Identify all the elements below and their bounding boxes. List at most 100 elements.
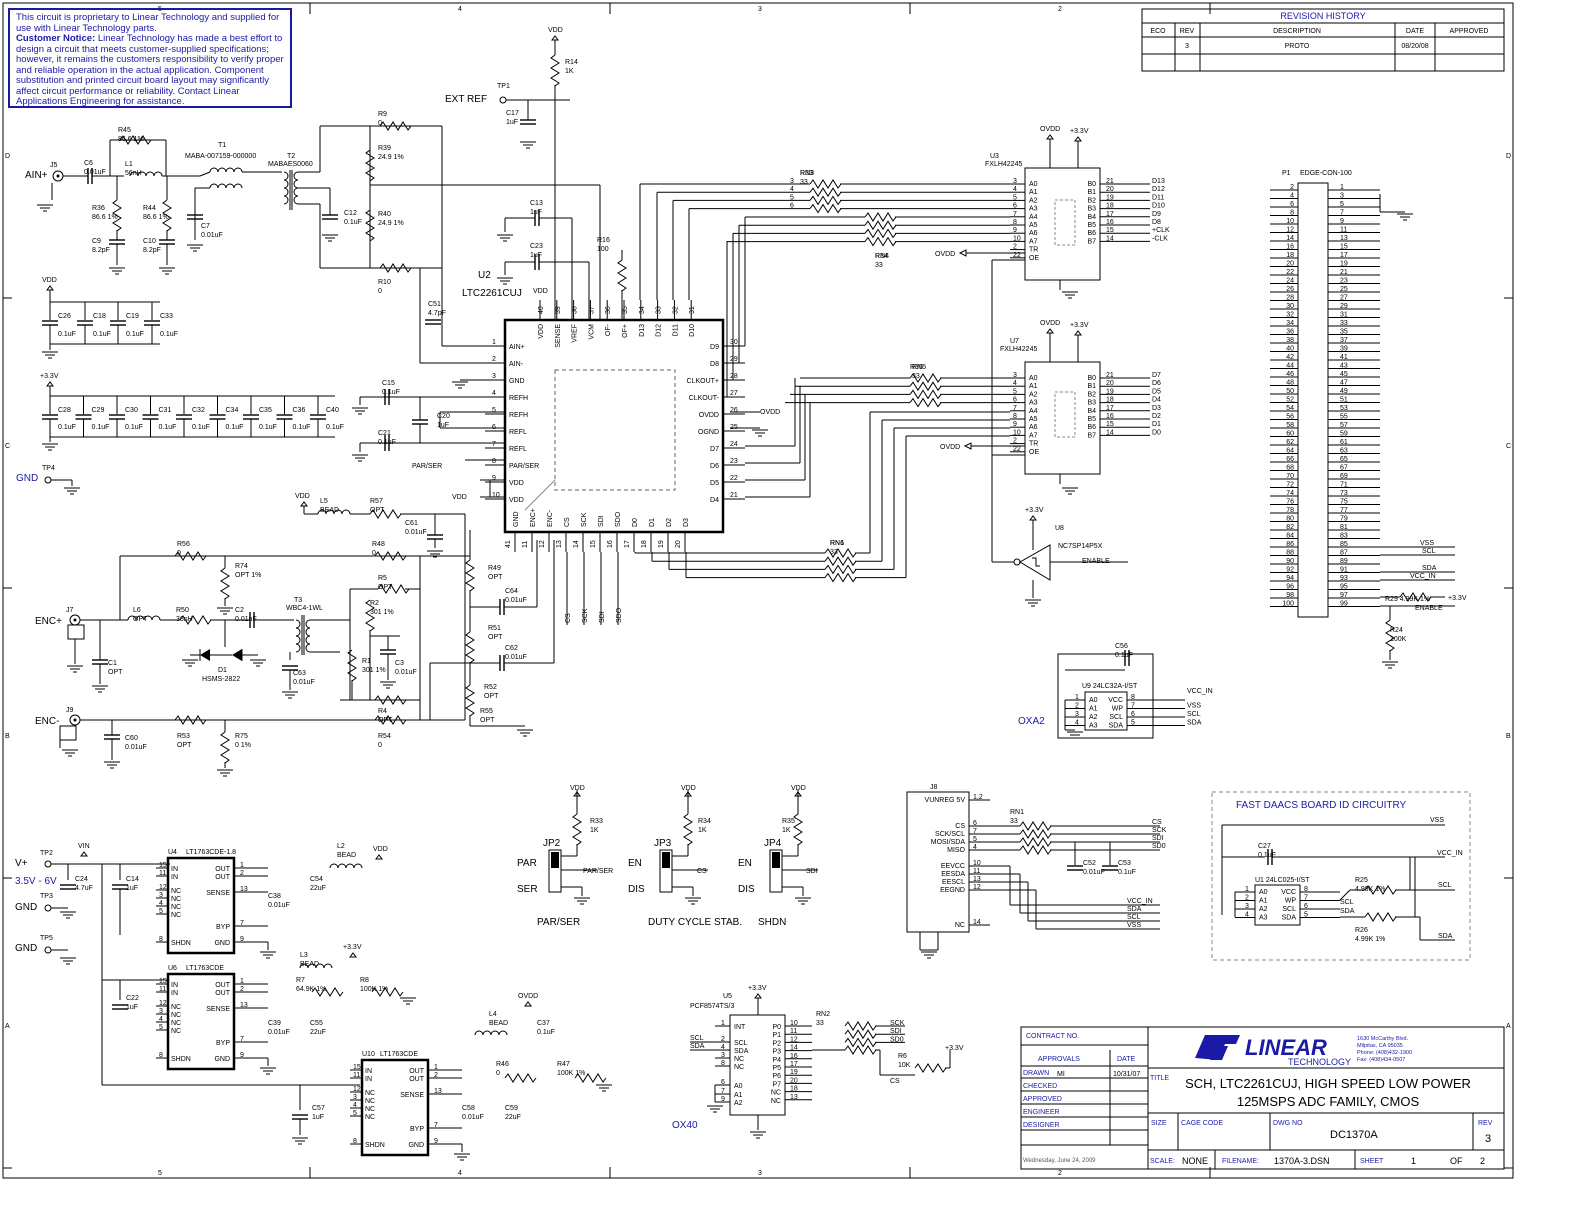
component-ref: C38	[268, 893, 281, 900]
decoup-cap-value: 0.1uF	[160, 331, 178, 338]
border-right-mark: B	[1506, 733, 1511, 740]
u2-spi-net: SDO	[616, 607, 623, 623]
u2-pin-name: AIN+	[509, 344, 525, 351]
component-value: 0.01uF	[505, 654, 527, 661]
analog-input-section: AIN+ J5 T1 MABA-007159-000000 T2 MABAES0	[25, 27, 627, 364]
vdd-u2-top: VDD	[533, 288, 548, 295]
shifter-pin-name: A4	[1029, 408, 1038, 415]
u2-pin-name: VDD	[509, 497, 524, 504]
u9-pin-num: 3	[1075, 711, 1079, 718]
shifter-net-label: D3	[1152, 405, 1161, 412]
u2-pin-number: 20	[675, 540, 682, 548]
component-ref: R75	[235, 733, 248, 740]
component-ref: R34	[698, 818, 711, 825]
ldo-pin-num: 3	[159, 892, 163, 899]
component-value: OPT	[177, 742, 192, 749]
shifter-pin-number: 6	[1013, 203, 1017, 210]
jumper-vdd: VDD	[791, 785, 806, 792]
shifter-net-label: D7	[1152, 372, 1161, 379]
ldo-pin-num: 9	[240, 936, 244, 943]
u2-pin-name: AIN-	[509, 361, 524, 368]
p1-pin-even: 90	[1286, 558, 1294, 565]
component-value: OPT	[488, 634, 503, 641]
component-value: 0.01uF	[84, 169, 106, 176]
j8-net: SDI	[1152, 835, 1164, 842]
component-value: 1uF	[437, 422, 449, 429]
ldo-pin-name: BYP	[410, 1126, 424, 1133]
u2-pin-name: ENC-	[547, 509, 554, 527]
u2-pin-number: 13	[556, 540, 563, 548]
v33-u3: +3.3V	[1070, 128, 1089, 135]
v33-u7: +3.3V	[1070, 322, 1089, 329]
component-value: 8.2pF	[143, 247, 161, 254]
titleblock-row-label: CHECKED	[1023, 1083, 1057, 1090]
j8-pin-name: EESDA	[941, 871, 965, 878]
u2-pin-name: D7	[710, 446, 719, 453]
j8-pin-name: SCK/SCL	[935, 831, 965, 838]
component-value: 10K	[898, 1062, 911, 1069]
jumper-title: SHDN	[758, 917, 786, 928]
ldo-pin-num: 8	[353, 1138, 357, 1145]
p1-pin-odd: 9	[1340, 218, 1344, 225]
u5-pin-name: P3	[772, 1049, 781, 1056]
border-top-mark: 3	[758, 6, 762, 13]
u2-pin-number: 11	[522, 541, 529, 548]
component-ref: R33	[590, 818, 603, 825]
border-bottom-mark: 2	[1058, 1170, 1062, 1177]
u5-pin-num: 3	[721, 1052, 725, 1059]
p1-pin-even: 60	[1286, 431, 1294, 438]
component-ref: R7	[296, 977, 305, 984]
p1-pin-odd: 97	[1340, 592, 1348, 599]
notice-line2: Linear Technology has made a best effort…	[16, 33, 284, 107]
u2-pin-name: SDI	[598, 515, 605, 527]
ldo-pin-name: IN	[365, 1076, 372, 1083]
u5-pin-name: A1	[734, 1092, 743, 1099]
p1-pin-even: 12	[1286, 227, 1294, 234]
revision-header: APPROVED	[1450, 28, 1489, 35]
u2-pin-number: 17	[624, 540, 631, 548]
u2-spi-net: CS	[565, 613, 572, 623]
shifter-pin-name: A6	[1029, 230, 1038, 237]
component-ref: C58	[462, 1105, 475, 1112]
j8-pin-num: 4	[973, 844, 977, 851]
u5-pin-name: P2	[772, 1040, 781, 1047]
jumper-pos-a: EN	[738, 858, 752, 869]
u5-pin-num: 6	[721, 1079, 725, 1086]
u2-pin-name: D4	[710, 497, 719, 504]
j8-pin-name: CS	[955, 823, 965, 830]
ldo-pin-name: OUT	[215, 982, 231, 989]
p1-pin-odd: 87	[1340, 550, 1348, 557]
p1-pin-even: 28	[1286, 295, 1294, 302]
jp2-net: PAR/SER	[583, 868, 613, 875]
component-ref: R35	[782, 818, 795, 825]
component-value: 4.7pF	[428, 310, 446, 317]
par-ser-net: PAR/SER	[412, 463, 442, 470]
shifter-pin-number: 10	[1013, 429, 1021, 436]
sheet-label: SHEET	[1360, 1158, 1384, 1165]
component-ref: C52	[1083, 860, 1096, 867]
p1-pin-even: 34	[1286, 320, 1294, 327]
rev-value: 3	[1485, 1133, 1491, 1145]
ldo-pin-name: NC	[171, 1004, 181, 1011]
p1-pin-even: 4	[1290, 193, 1294, 200]
shifter-net-label: D8	[1152, 219, 1161, 226]
jumper-vdd: VDD	[681, 785, 696, 792]
revision-cell: 3	[1185, 43, 1189, 50]
decoup-cap-value: 0.1uF	[326, 424, 344, 431]
titleblock-address: Milpitas, CA 95035	[1357, 1043, 1403, 1049]
j8-pin-name: EESCL	[942, 879, 965, 886]
component-ref: R36	[92, 205, 105, 212]
p1-pin-even: 78	[1286, 507, 1294, 514]
shifter-pin-number: 6	[1013, 397, 1017, 404]
u1-pin-num: 2	[1245, 895, 1249, 902]
shifter-pin-name: B1	[1087, 189, 1096, 196]
shifter-pin-name: A0	[1029, 375, 1038, 382]
ldo-pin-name: NC	[171, 912, 181, 919]
u2-pin-number: 36	[605, 306, 612, 314]
u5-pin-num: 7	[721, 1088, 725, 1095]
p1-pin-odd: 95	[1340, 584, 1348, 591]
